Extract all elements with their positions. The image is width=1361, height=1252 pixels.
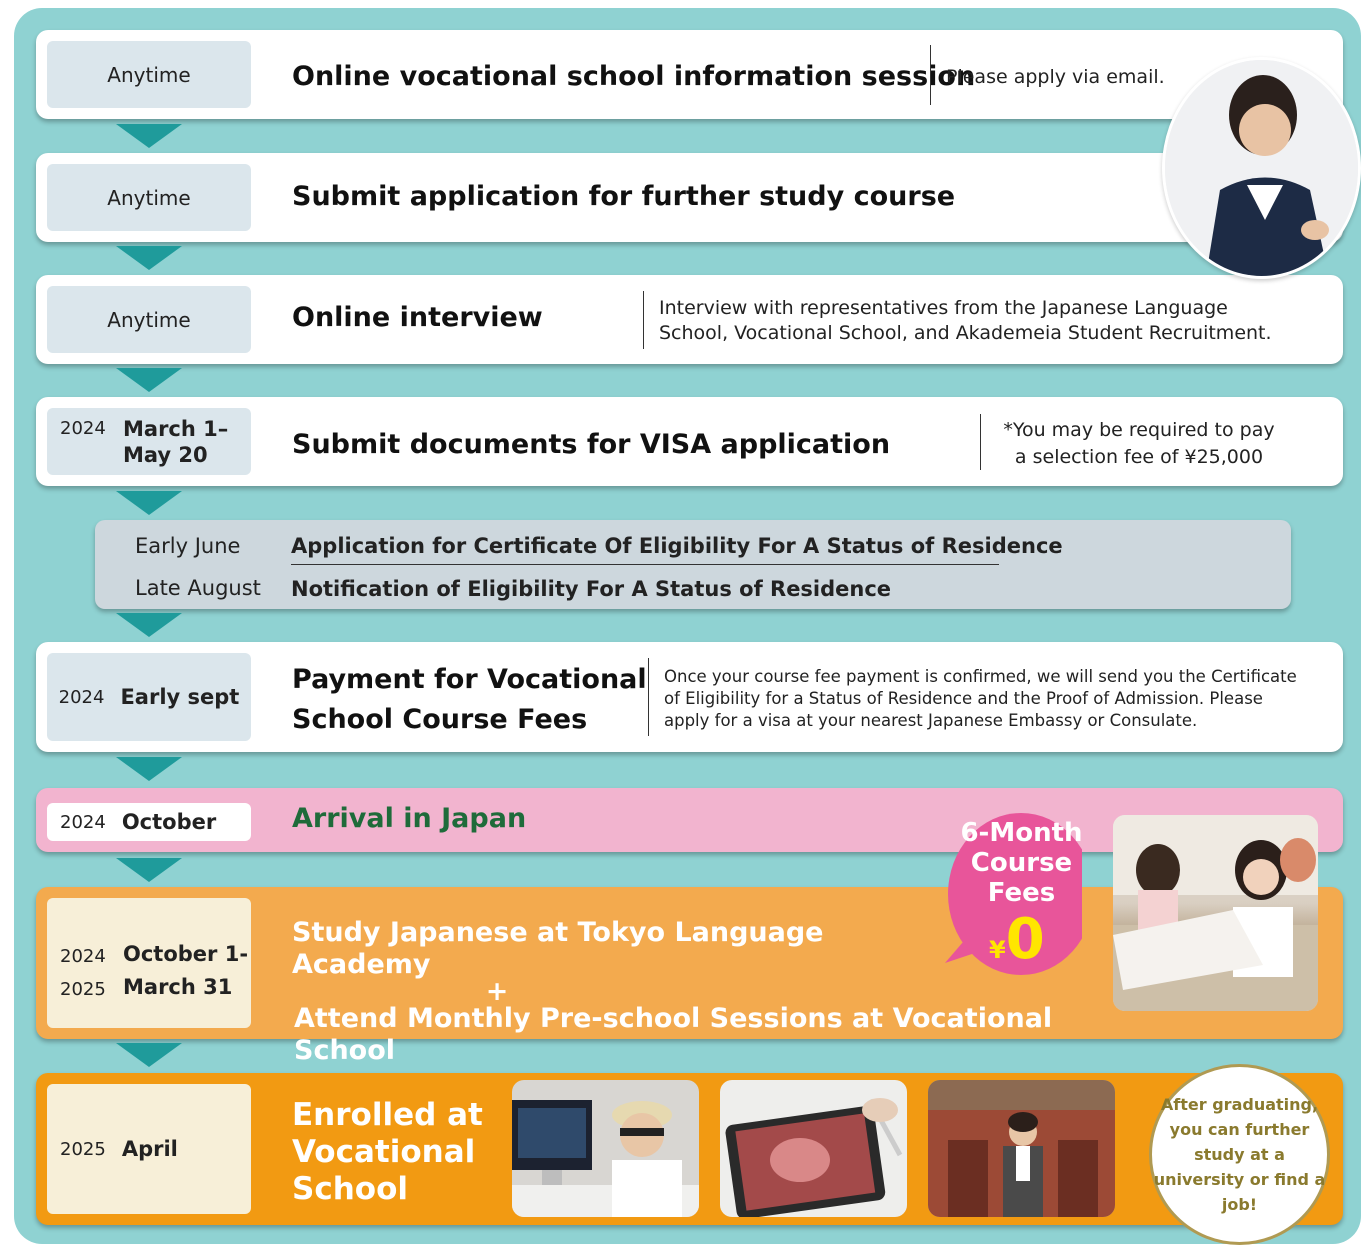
- date-line: March 1–: [123, 417, 229, 441]
- note-line: apply for a visa at your nearest Japanes…: [664, 711, 1198, 730]
- year-labels: 2024 2025: [60, 940, 106, 1006]
- promo-line: 6-Month: [960, 818, 1083, 848]
- title-line: Vocational: [292, 1134, 476, 1170]
- step-enrolled: 2025 April Enrolled at Vocational School: [36, 1073, 1343, 1225]
- note-line: School, Vocational School, and Akademeia…: [659, 322, 1272, 344]
- divider: [980, 414, 981, 470]
- year-label: 2025: [60, 1138, 106, 1160]
- coe-divider: [291, 564, 999, 565]
- date-label: Early sept: [120, 685, 240, 709]
- divider: [648, 658, 649, 736]
- note-line: *You may be required to pay: [1003, 419, 1275, 441]
- date-range: October 1- March 31: [123, 938, 248, 1004]
- after-line: university or find a: [1153, 1170, 1326, 1189]
- after-text: After graduating, you can further study …: [1154, 1092, 1326, 1217]
- year-label: 2024: [60, 418, 106, 439]
- divider: [930, 45, 931, 105]
- after-line: job!: [1221, 1195, 1258, 1214]
- divider: [643, 291, 644, 349]
- date-label: Anytime: [107, 185, 191, 210]
- step-title: Submit application for further study cou…: [292, 181, 956, 212]
- step-interview: Anytime Online interview Interview with …: [36, 275, 1343, 364]
- title-line: Payment for Vocational: [292, 664, 647, 695]
- date-box: Anytime: [47, 164, 251, 231]
- step-title: Enrolled at Vocational School: [292, 1097, 483, 1208]
- date-box: 2024 2025 October 1- March 31: [47, 898, 251, 1028]
- date-label: Anytime: [107, 307, 191, 332]
- date-box: 2025 April: [47, 1084, 251, 1214]
- note-line: Once your course fee payment is confirme…: [664, 667, 1297, 686]
- step-note: Interview with representatives from the …: [659, 296, 1272, 346]
- promo-text: 6-Month Course Fees: [949, 818, 1094, 908]
- date-range: March 1– May 20: [123, 416, 228, 468]
- promo-line: Fees: [987, 878, 1056, 908]
- title-line: Attend Monthly Pre-school Sessions at Vo…: [294, 1003, 1053, 1066]
- step-application: Anytime Submit application for further s…: [36, 153, 1343, 242]
- coe-date: Late August: [135, 576, 261, 600]
- promo-line: Course: [970, 848, 1073, 878]
- year-label: 2024: [58, 686, 105, 708]
- note-line: of Eligibility for a Status of Residence…: [664, 689, 1263, 708]
- step-info-session: Anytime Online vocational school informa…: [36, 30, 1343, 119]
- step-note: Please apply via email.: [946, 66, 1165, 88]
- note-line: Interview with representatives from the …: [659, 297, 1228, 319]
- date-box: Anytime: [47, 41, 251, 108]
- date-line: October 1-: [123, 942, 249, 966]
- flow-arrow: [116, 246, 182, 270]
- after-line: After graduating,: [1160, 1095, 1319, 1114]
- step-title: Online vocational school information ses…: [292, 61, 976, 92]
- flow-arrow: [116, 368, 182, 392]
- date-box: 2024 March 1– May 20: [47, 408, 251, 475]
- title-plus: +: [485, 976, 509, 1007]
- title-line: Study Japanese at Tokyo Language Academy: [292, 917, 824, 980]
- date-label: April: [121, 1137, 178, 1161]
- flow-arrow: [116, 858, 182, 882]
- date-line: March 31: [123, 975, 233, 999]
- step-payment: 2024 Early sept Payment for Vocational S…: [36, 642, 1343, 752]
- promo-currency: ¥: [989, 936, 1006, 964]
- year-label: 2024: [60, 946, 106, 967]
- date-box: 2024 Early sept: [47, 653, 251, 741]
- promo-amount: 0: [1005, 907, 1045, 972]
- advisor-photo: [1162, 57, 1361, 279]
- date-box: Anytime: [47, 286, 251, 353]
- step-title: Submit documents for VISA application: [292, 429, 891, 460]
- coe-text: Notification of Eligibility For A Status…: [291, 577, 892, 601]
- student-computer-photo: [512, 1080, 699, 1217]
- year-label: 2024: [60, 811, 106, 833]
- step-title: Study Japanese at Tokyo Language Academy…: [292, 917, 1082, 1067]
- title-line: School Course Fees: [292, 704, 588, 735]
- step-title: Arrival in Japan: [292, 803, 527, 834]
- coe-date: Early June: [135, 534, 241, 558]
- step-visa-documents: 2024 March 1– May 20 Submit documents fo…: [36, 397, 1343, 486]
- step-study-japanese: 2024 2025 October 1- March 31 Study Japa…: [36, 815, 1343, 1066]
- step-note: *You may be required to pay a selection …: [994, 417, 1284, 471]
- year-label: 2025: [60, 979, 106, 1000]
- after-line: you can further: [1169, 1120, 1310, 1139]
- coe-timeline: Early June Application for Certificate O…: [95, 520, 1291, 609]
- coe-text: Application for Certificate Of Eligibili…: [291, 534, 1063, 558]
- flow-arrow: [116, 757, 182, 781]
- note-line: a selection fee of ¥25,000: [1014, 446, 1264, 468]
- after-graduating-badge: After graduating, you can further study …: [1149, 1064, 1330, 1245]
- step-title: Online interview: [292, 302, 543, 333]
- promo-price: ¥0: [989, 912, 1045, 968]
- date-label: October: [121, 810, 217, 834]
- promo-bubble: 6-Month Course Fees ¥0: [935, 808, 1083, 975]
- title-line: School: [292, 1171, 408, 1207]
- flow-arrow: [116, 491, 182, 515]
- hotel-staff-photo: [928, 1080, 1115, 1217]
- step-note: Once your course fee payment is confirme…: [664, 666, 1297, 732]
- flow-arrow: [116, 613, 182, 637]
- tablet-drawing-photo: [720, 1080, 907, 1217]
- title-line: Enrolled at: [292, 1097, 483, 1133]
- date-line: May 20: [123, 443, 208, 467]
- classroom-photo: [1113, 815, 1318, 1011]
- date-label: Anytime: [107, 62, 191, 87]
- after-line: study at a: [1194, 1145, 1285, 1164]
- date-box: 2024 October: [47, 803, 251, 841]
- flow-arrow: [116, 124, 182, 148]
- step-title: Payment for Vocational School Course Fee…: [292, 660, 647, 740]
- flow-arrow: [116, 1043, 182, 1067]
